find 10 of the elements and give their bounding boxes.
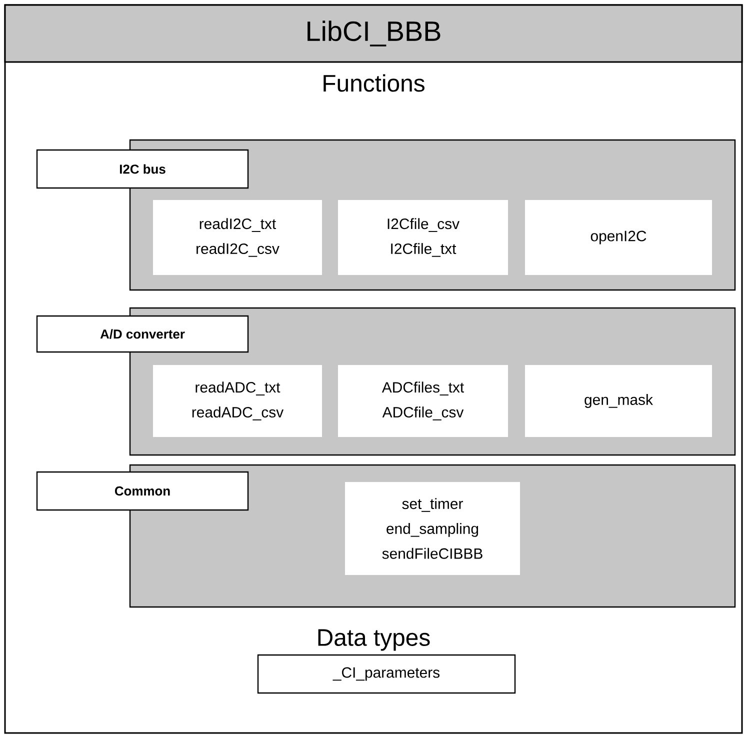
function-box: I2Cfile_csv I2Cfile_txt — [338, 200, 508, 275]
section-heading: Functions — [324, 74, 424, 92]
function-box: readADC_txt readADC_csv — [153, 365, 322, 437]
function-box: readI2C_txt readI2C_csv — [153, 200, 322, 275]
function-box: ADCfiles_txt ADCfile_csv — [338, 365, 508, 437]
function-box: gen_mask — [525, 365, 712, 437]
function-box: openI2C — [525, 200, 712, 275]
function-box: set_timer end_sampling sendFileCIBBB — [345, 482, 520, 575]
section-heading: Data types — [318, 629, 430, 651]
type-box: _CI_parameters — [257, 654, 516, 694]
